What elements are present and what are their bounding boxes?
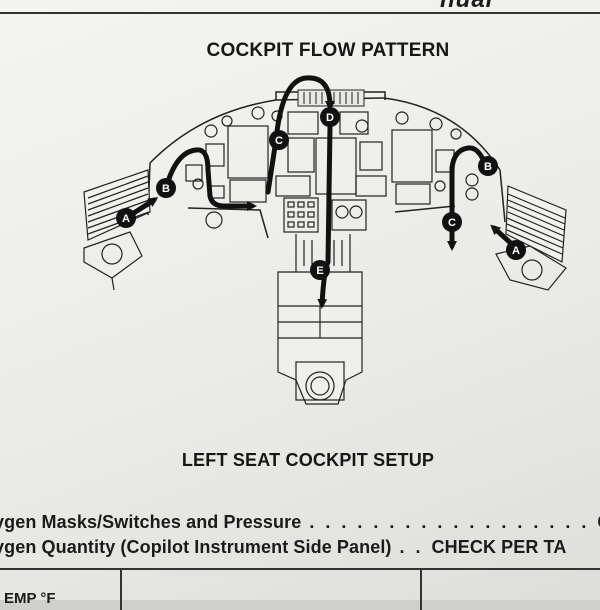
section-title: LEFT SEAT COCKPIT SETUP	[181, 450, 435, 470]
flow-arrow-c-left	[265, 75, 335, 195]
table-header: EMP °F	[4, 590, 56, 607]
center-pedestal	[205, 197, 367, 405]
left-instrument-panel	[185, 106, 269, 203]
flow-label-a-left: A	[122, 213, 130, 225]
flow-label-e-center: E	[316, 265, 323, 277]
checklist-item: ygen Masks/Switches and Pressure	[0, 512, 302, 532]
flow-marker-b-left: B	[156, 178, 176, 198]
flow-label-b-right: B	[484, 161, 492, 173]
flow-label-b-left: B	[162, 183, 170, 195]
checklist-line: ygen Quantity (Copilot Instrument Side P…	[0, 537, 566, 558]
flow-label-a-right: A	[512, 245, 520, 257]
flow-label-c-right: C	[448, 217, 456, 229]
checklist-action: CH	[597, 512, 600, 532]
flow-label-c-left: C	[275, 135, 283, 147]
flow-marker-a-left: A	[116, 208, 136, 228]
table-divider	[120, 570, 122, 610]
flow-arrow-b-left	[163, 147, 257, 211]
flow-marker-e-center: E	[310, 260, 330, 280]
temperature-table: EMP °F	[0, 568, 600, 610]
flow-label-d-center: D	[326, 112, 334, 124]
checklist-line: ygen Masks/Switches and Pressure . . . .…	[0, 512, 600, 533]
diagram-title: COCKPIT FLOW PATTERN	[206, 40, 450, 61]
left-side-console	[83, 169, 151, 291]
checklist-leader: . .	[391, 537, 432, 557]
flow-marker-d-center: D	[320, 107, 340, 127]
flow-marker-a-right: A	[506, 240, 526, 260]
checklist-leader: . . . . . . . . . . . . . . . . . .	[301, 512, 598, 532]
top-rule	[0, 12, 600, 14]
checklist-item: ygen Quantity (Copilot Instrument Side P…	[0, 537, 392, 557]
table-divider	[420, 570, 422, 610]
flow-marker-c-left: C	[269, 130, 289, 150]
checklist-action: CHECK PER TA	[431, 537, 567, 557]
flow-marker-c-right: C	[442, 212, 462, 232]
page-banner: nual	[440, 0, 600, 12]
right-instrument-panel	[391, 111, 479, 205]
flow-marker-b-right: B	[478, 156, 498, 176]
